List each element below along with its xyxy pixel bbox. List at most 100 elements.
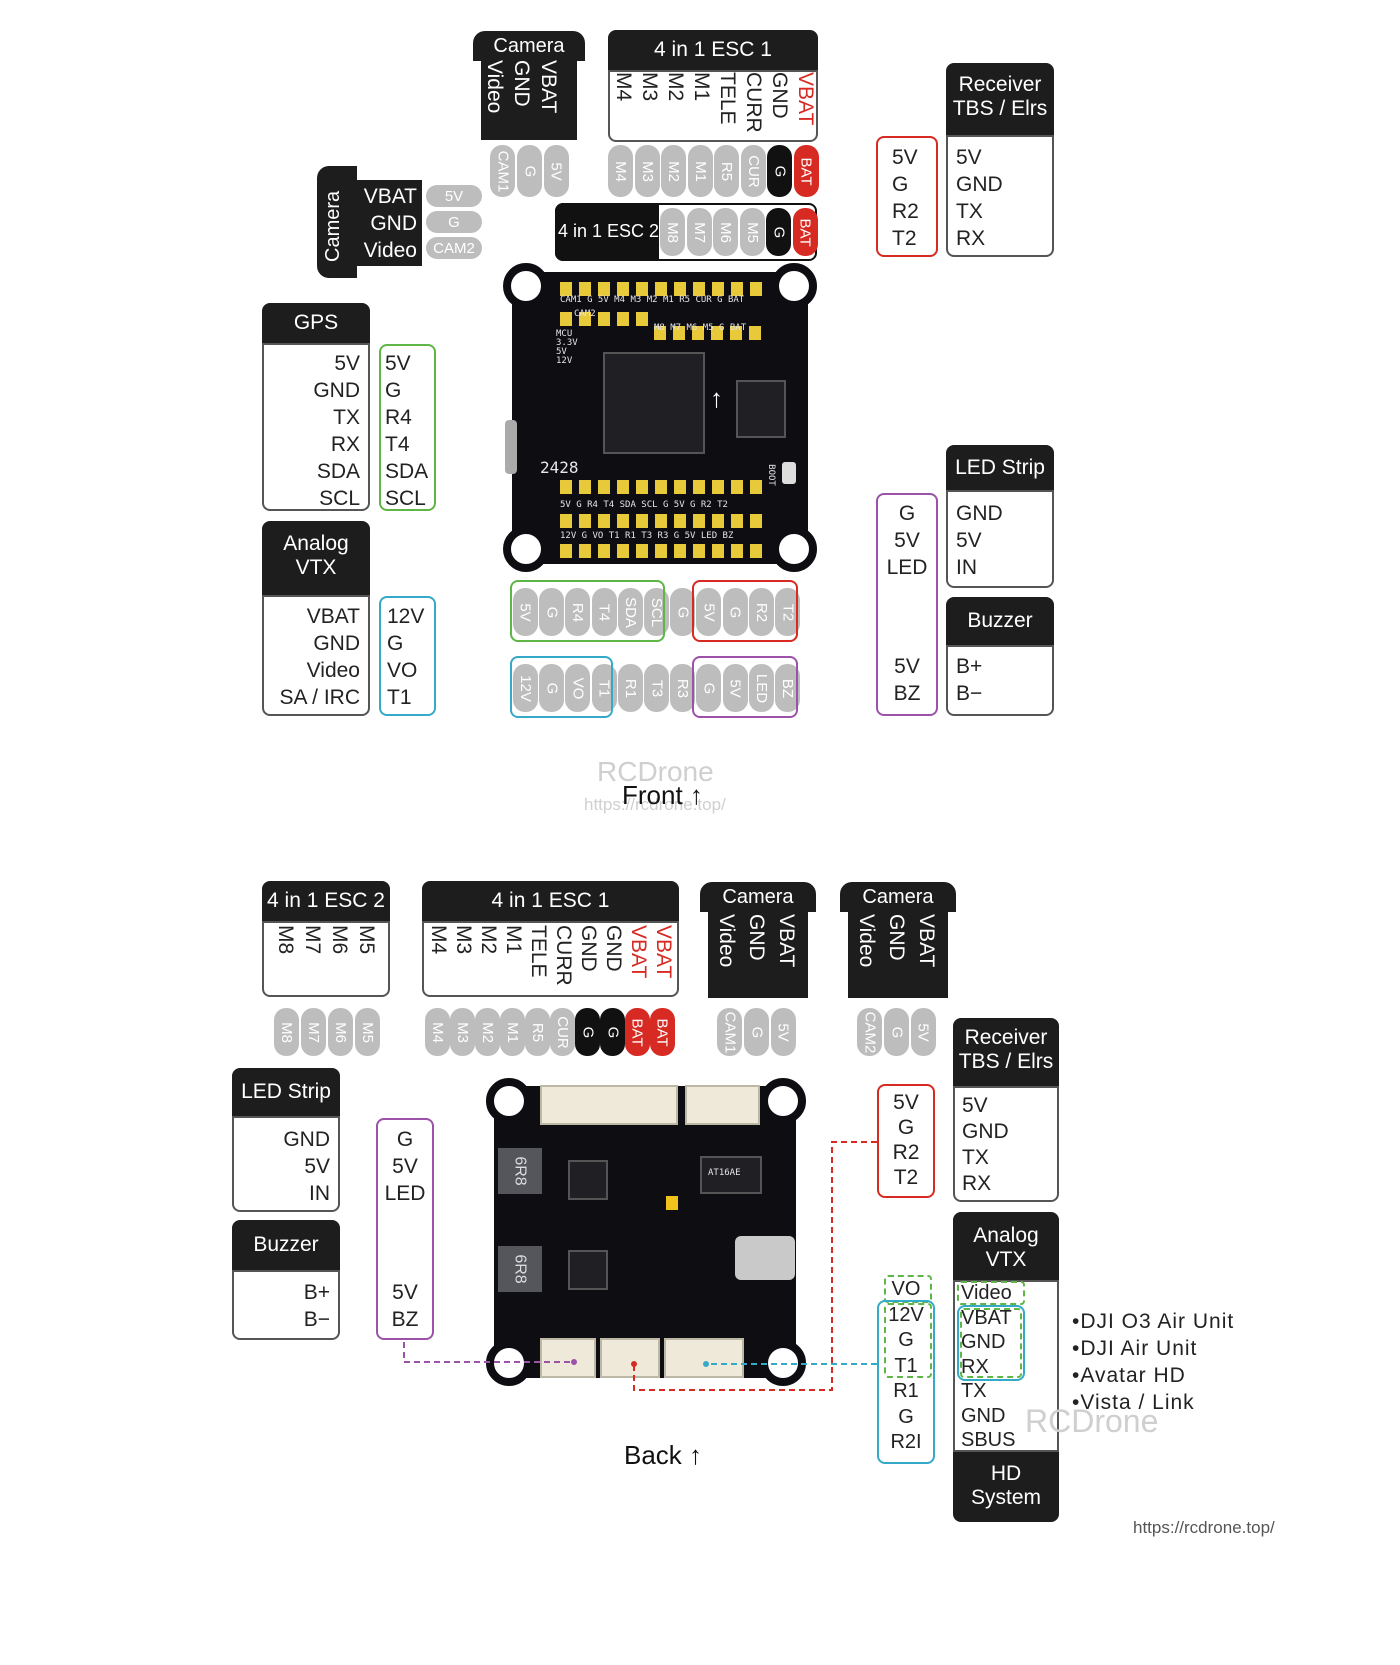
bcam1pads-pad: CAM1 bbox=[717, 1008, 742, 1056]
back-footer-url: https://rcdrone.top/ bbox=[1133, 1518, 1275, 1537]
front-board-gold-pad bbox=[617, 514, 629, 528]
front-board-gold-pad bbox=[712, 282, 724, 296]
besc1pads-pad: M1 bbox=[500, 1008, 525, 1056]
fgpspads-row: SDA bbox=[385, 460, 429, 483]
fesc1pads-pad: G bbox=[767, 145, 792, 197]
frow2-pad: R1 bbox=[617, 664, 643, 712]
fesc1pads-pad: M3 bbox=[634, 145, 660, 197]
back-receiver-title-line2: TBS / Elrs bbox=[958, 1050, 1054, 1073]
bvtxpads-row: T1 bbox=[894, 1354, 918, 1377]
back-receiver-pads-outline bbox=[877, 1084, 935, 1198]
back-board-connector-bottom1 bbox=[540, 1338, 596, 1378]
front-board-gold-pad bbox=[579, 312, 591, 326]
fvtxpads-row: T1 bbox=[387, 686, 412, 709]
fcam2pads-pad: G bbox=[426, 211, 482, 233]
front-board-gold-pad bbox=[730, 326, 742, 340]
brxlabels-row: 5V bbox=[962, 1094, 988, 1117]
front-row2-cyan-outline bbox=[510, 656, 613, 718]
back-esc1-title: 4 in 1 ESC 1 bbox=[422, 881, 679, 921]
front-board-gold-pad bbox=[655, 480, 667, 494]
front-board-silk-top: CAM1 G 5V M4 M3 M2 M1 R5 CUR G BAT bbox=[560, 295, 745, 305]
frow1-pad: 5V bbox=[696, 588, 722, 636]
front-board-gold-pad bbox=[693, 282, 705, 296]
fcam1pads-pad: G bbox=[517, 145, 542, 197]
fcam2labels-row: GND bbox=[370, 212, 417, 235]
front-led-title: LED Strip bbox=[946, 445, 1054, 490]
front-board-flash-chip bbox=[736, 380, 786, 438]
besc2pads-pad: M7 bbox=[301, 1008, 326, 1056]
front-board-gold-pad bbox=[749, 326, 761, 340]
bvtxlabels-row: GND bbox=[961, 1404, 1006, 1427]
bvtxlabels-row: VBAT bbox=[961, 1306, 1012, 1329]
frxlabels-row: 5V bbox=[956, 146, 982, 169]
front-board-gold-pad bbox=[617, 312, 629, 326]
bledlabels-row: 5V bbox=[304, 1155, 330, 1178]
besc1pads-pad: BAT bbox=[650, 1008, 675, 1056]
front-board-gold-pad bbox=[655, 514, 667, 528]
back-led-buzzer-line-end bbox=[571, 1359, 577, 1365]
back-camera2-title: Camera bbox=[840, 882, 956, 912]
front-led-buzzer-pads-outline bbox=[876, 493, 938, 716]
bbzpads-row: BZ bbox=[391, 1308, 419, 1331]
fesc2pads-pad: M6 bbox=[713, 208, 738, 256]
bledlabels-row: GND bbox=[283, 1128, 330, 1151]
frow2-pad: LED bbox=[748, 664, 774, 712]
front-board-gold-pad bbox=[750, 514, 762, 528]
front-board-gold-pad bbox=[674, 514, 686, 528]
brxpads-row: G bbox=[897, 1116, 915, 1139]
front-caption: Front ↑ bbox=[622, 780, 703, 810]
frxlabels-row: GND bbox=[956, 173, 1003, 196]
bvtxpads-row: R1 bbox=[893, 1380, 919, 1402]
front-receiver-title-line2: TBS / Elrs bbox=[952, 97, 1048, 120]
back-board-chip: AT16AE bbox=[700, 1156, 762, 1194]
besc1pads-pad: M3 bbox=[450, 1008, 475, 1056]
back-vtx-title-line2: VTX bbox=[985, 1248, 1027, 1271]
fcam2labels-row: VBAT bbox=[363, 185, 417, 208]
front-board-gold-pad bbox=[636, 514, 648, 528]
fvtxpads-row: 12V bbox=[387, 605, 425, 628]
fesc2pads-pad: G bbox=[766, 208, 791, 256]
front-board-gold-pad bbox=[579, 480, 591, 494]
fbzlabels-row: B− bbox=[956, 682, 983, 705]
front-esc1-title: 4 in 1 ESC 1 bbox=[608, 30, 818, 70]
fesc1pads-pad: M2 bbox=[661, 145, 686, 197]
brxpads-row: 5V bbox=[893, 1091, 919, 1114]
back-camera2-body bbox=[848, 910, 948, 998]
front-board-gold-pad bbox=[654, 326, 666, 340]
besc1pads-pad: M4 bbox=[425, 1008, 450, 1056]
bcam1pads-pad: G bbox=[744, 1008, 769, 1056]
front-board-gold-pad bbox=[731, 544, 743, 558]
front-board-gold-pad bbox=[750, 544, 762, 558]
front-vtx-title: Analog VTX bbox=[262, 521, 370, 595]
frow2-pad: 5V bbox=[722, 664, 748, 712]
fesc2pads-pad: BAT bbox=[792, 208, 818, 256]
front-board-gold-pad bbox=[731, 282, 743, 296]
frxpads-row: 5V bbox=[892, 146, 918, 169]
bvtxpads-row: VO bbox=[891, 1278, 921, 1300]
frow2-pad: R3 bbox=[670, 664, 696, 712]
fvtxpads-row: VO bbox=[387, 659, 418, 682]
front-board-gold-pad bbox=[673, 326, 685, 340]
front-board-gold-pad bbox=[693, 514, 705, 528]
frxpads-row: R2 bbox=[892, 200, 919, 223]
front-board-silk-left: MCU 3.3V 5V 12V bbox=[556, 329, 578, 366]
back-receiver-box bbox=[953, 1086, 1059, 1202]
bvtxlabels-row: SBUS bbox=[961, 1429, 1016, 1451]
fcam1pads-pad: CAM1 bbox=[490, 145, 515, 197]
back-esc2-box bbox=[262, 921, 390, 997]
back-vtx-line-end bbox=[703, 1361, 709, 1367]
brxlabels-row: GND bbox=[962, 1120, 1009, 1143]
front-gps-box bbox=[262, 343, 370, 511]
front-camera1-body bbox=[481, 58, 577, 140]
front-board-gold-pad bbox=[693, 480, 705, 494]
front-board-gold-pad bbox=[712, 514, 724, 528]
bvtxlabels-row: TX bbox=[961, 1380, 987, 1402]
front-receiver-title: Receiver TBS / Elrs bbox=[946, 63, 1054, 135]
fesc1pads-pad: R5 bbox=[714, 145, 739, 197]
